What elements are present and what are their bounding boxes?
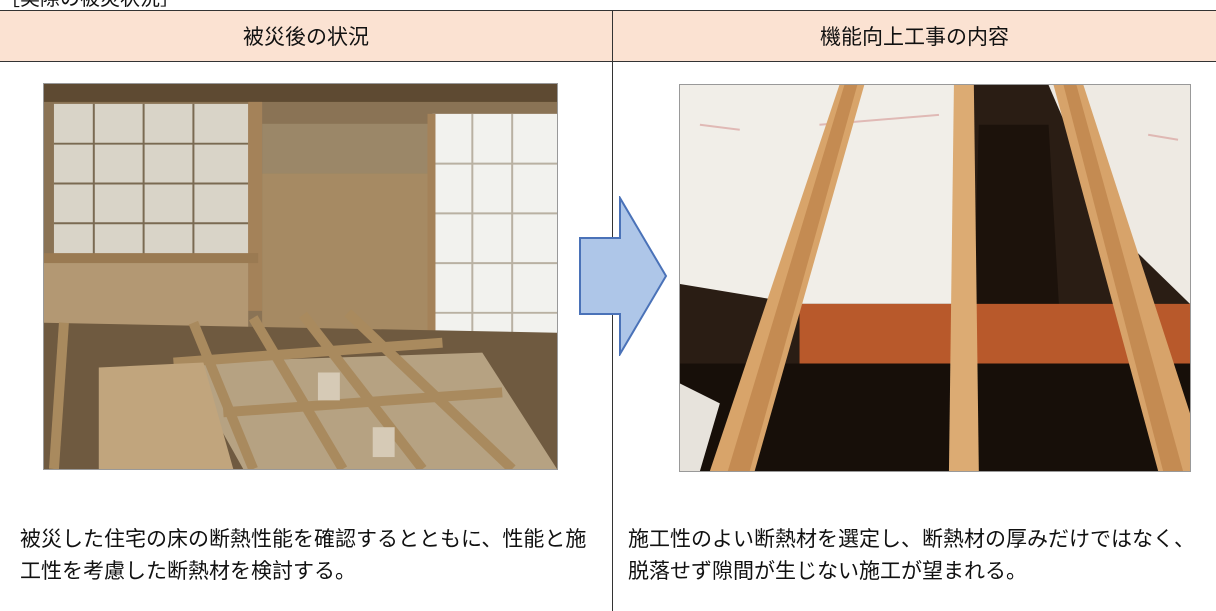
header-before: 被災後の状況 (0, 10, 612, 62)
section-label: ［実際の被災状況］ (0, 0, 180, 10)
before-photo (43, 83, 558, 470)
right-arrow-icon (578, 196, 668, 356)
after-photo (679, 84, 1191, 472)
comparison-table: 被災後の状況 機能向上工事の内容 (0, 10, 1216, 611)
description-after: 施工性のよい断熱材を選定し、断熱材の厚みだけではなく、脱落せず隙間が生じない施工… (628, 527, 1195, 583)
header-after: 機能向上工事の内容 (613, 10, 1216, 62)
description-before: 被災した住宅の床の断熱性能を確認するとともに、性能と施工性を考慮した断熱材を検討… (20, 527, 587, 583)
